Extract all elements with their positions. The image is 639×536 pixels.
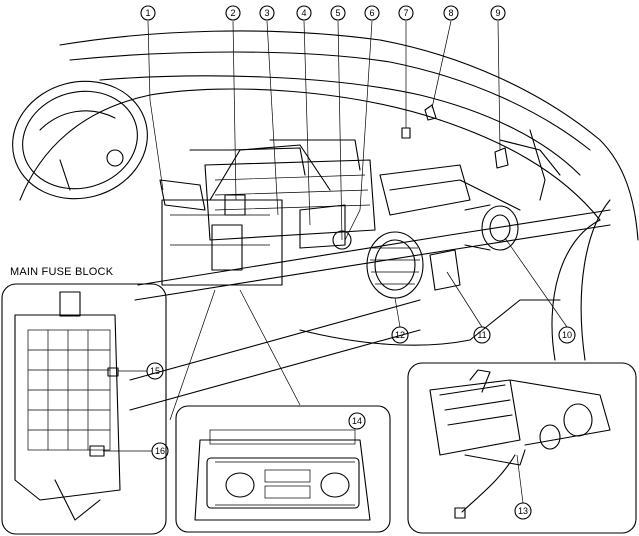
hvac-unit: [159, 139, 471, 250]
main-fuse-block-label: MAIN FUSE BLOCK: [10, 266, 114, 278]
callout-15: 15: [146, 362, 164, 380]
callout-6: 6: [364, 5, 380, 21]
callout-number: 6: [369, 8, 374, 18]
callout-number: 8: [448, 8, 453, 18]
callout-number: 13: [518, 506, 528, 516]
callout-number: 1: [145, 8, 150, 18]
callout-11: 11: [473, 326, 491, 344]
callout-number: 12: [395, 330, 405, 340]
callout-number: 16: [155, 446, 165, 456]
steering-wheel: [12, 80, 148, 200]
main-fuse-block-panel: [1, 283, 167, 535]
callout-5: 5: [330, 5, 346, 21]
callout-number: 11: [477, 330, 486, 340]
callout-4: 4: [296, 5, 312, 21]
callout-number: 3: [264, 8, 269, 18]
callout-number: 5: [335, 8, 340, 18]
callout-number: 14: [352, 416, 362, 426]
callout-16: 16: [151, 442, 169, 460]
callout-12: 12: [391, 326, 409, 344]
callout-number: 10: [562, 330, 572, 340]
callout-10: 10: [558, 326, 576, 344]
callout-number: 4: [301, 8, 306, 18]
hvac-detail-inset: [407, 362, 637, 534]
ambient-sensor-component: [464, 204, 519, 251]
callout-3: 3: [259, 5, 275, 21]
callout-1: 1: [140, 5, 156, 21]
vehicle-body-outline: [19, 30, 639, 411]
callout-number: 15: [150, 366, 160, 376]
small-sensors: [401, 104, 509, 169]
leader-lines: [103, 20, 568, 504]
blower-motor: [366, 231, 461, 299]
callout-number: 7: [403, 8, 408, 18]
callout-number: 2: [230, 8, 235, 18]
callout-9: 9: [490, 5, 506, 21]
callout-number: 9: [495, 8, 500, 18]
callout-7: 7: [398, 5, 414, 21]
climate-control-inset: [175, 405, 391, 533]
zoom-lines: [169, 289, 301, 421]
callout-8: 8: [443, 5, 459, 21]
callout-14: 14: [348, 412, 366, 430]
callout-13: 13: [514, 502, 532, 520]
callout-2: 2: [225, 5, 241, 21]
dash-panel: [161, 199, 283, 286]
